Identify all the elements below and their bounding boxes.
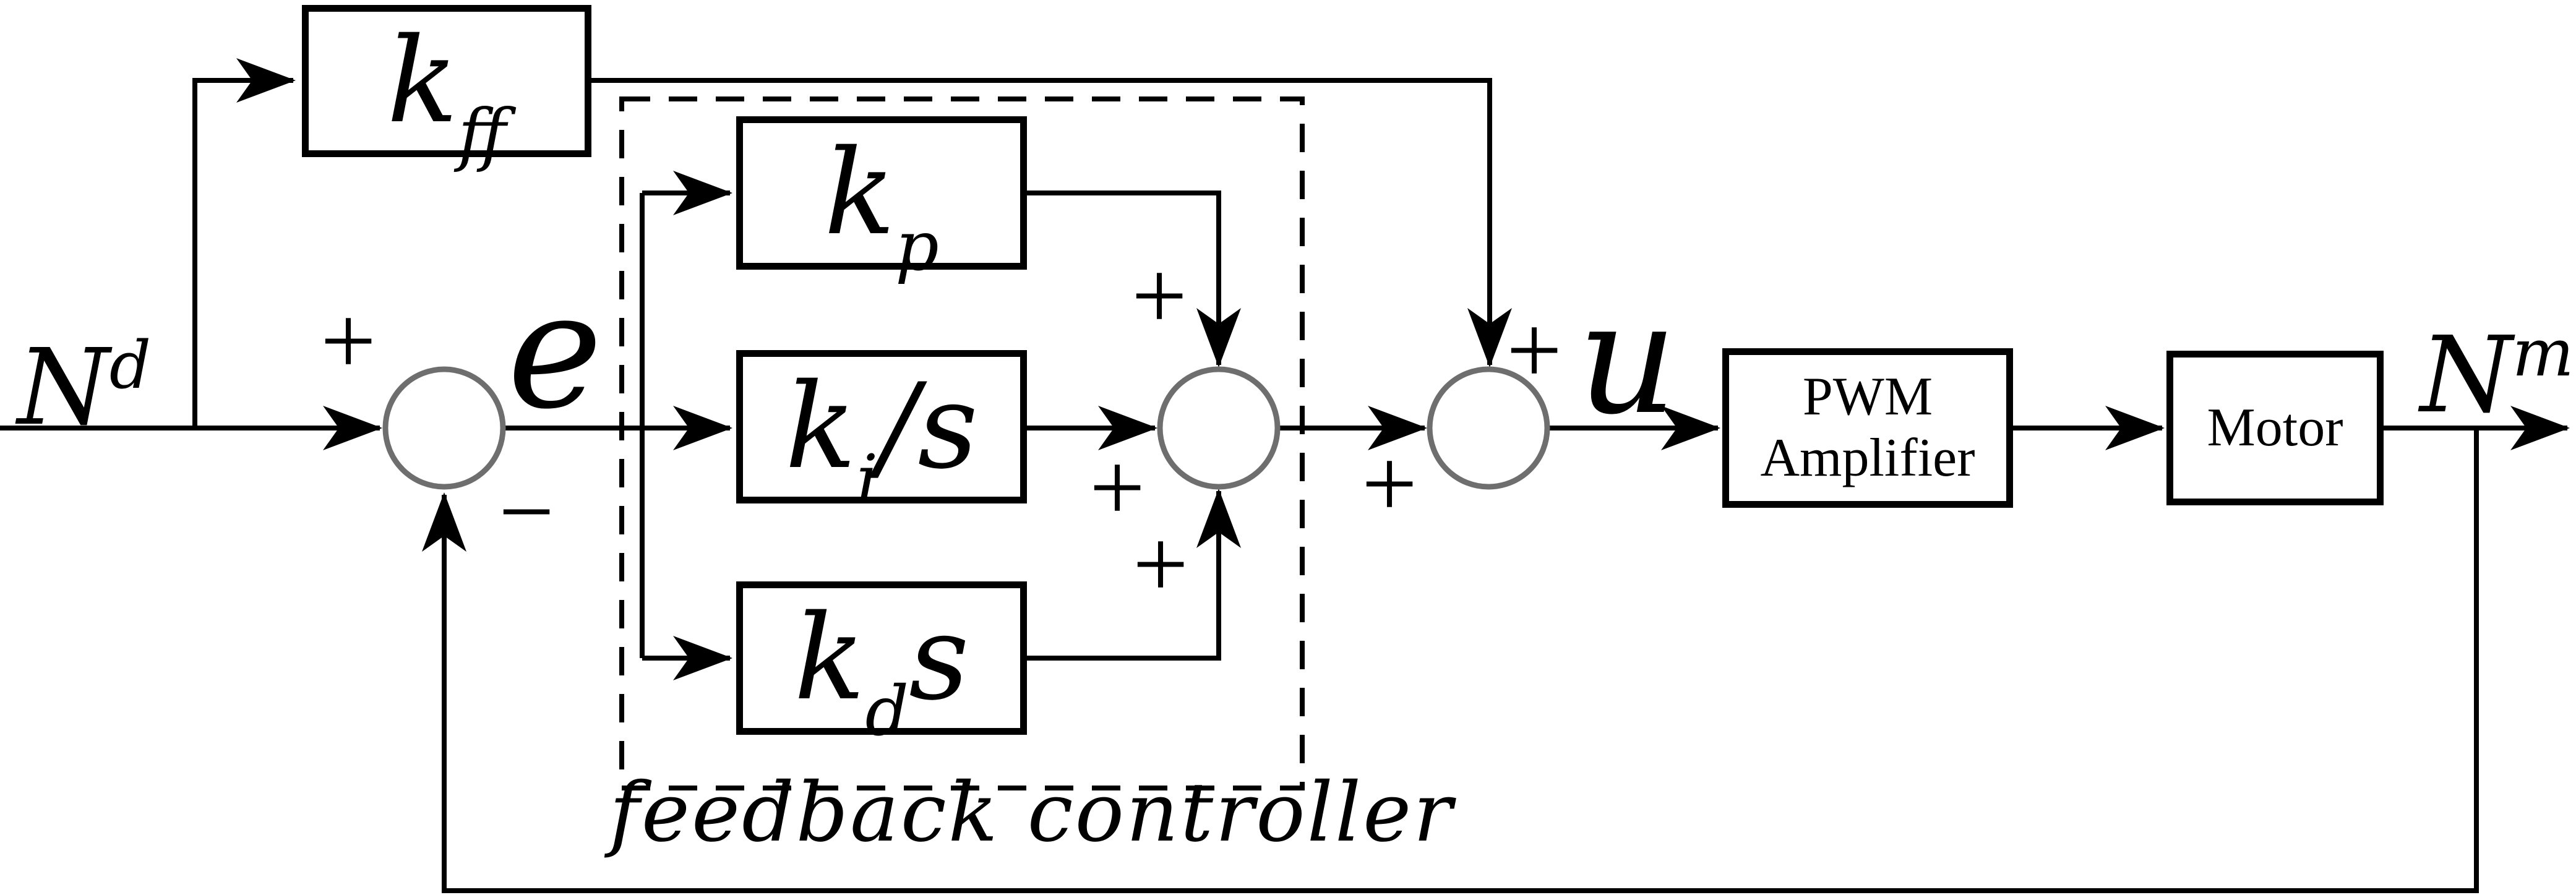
feedforward-line [591,78,1512,367]
feedforward-tap-line [192,58,296,428]
feedback-controller-caption: feedback controller [609,765,1454,860]
ki-label: ki/s [785,358,978,520]
block-ki: ki/s [736,350,1027,520]
sum-junction-pid [1157,366,1281,490]
output-signal-label: Nm [2420,314,2574,437]
kd-output-line [1027,489,1241,661]
block-kd: kds [736,581,1027,751]
block-pwm-amplifier: PWM Amplifier [1722,348,2013,508]
plus-sign-ki: + [1089,432,1146,542]
block-kff: kff [302,5,591,174]
control-signal-label: u [1578,268,1678,448]
sum-junction-error [382,366,506,490]
plus-sign-feedforward: + [1506,294,1563,405]
plus-sign-kp: + [1131,240,1188,351]
kp-output-line [1027,191,1241,367]
pwm-amplifier-label: PWM Amplifier [1760,367,1975,488]
plus-sign-kd: + [1132,508,1189,619]
sum-junction-control [1427,366,1550,490]
minus-sign-feedback: − [498,456,555,567]
plus-sign-input: + [320,285,377,396]
plus-sign-pid-input: + [1361,428,1418,539]
feedback-path [422,428,2479,893]
block-kp: kp [736,116,1027,286]
error-signal-label: e [507,258,603,445]
kp-label: kp [824,124,939,286]
block-motor: Motor [2166,351,2384,505]
input-signal-label: Nd [17,326,152,449]
feedback-controller-boundary [619,96,1305,790]
kd-label: kds [794,589,969,751]
motor-label: Motor [2207,397,2343,458]
kff-label: kff [387,12,507,174]
